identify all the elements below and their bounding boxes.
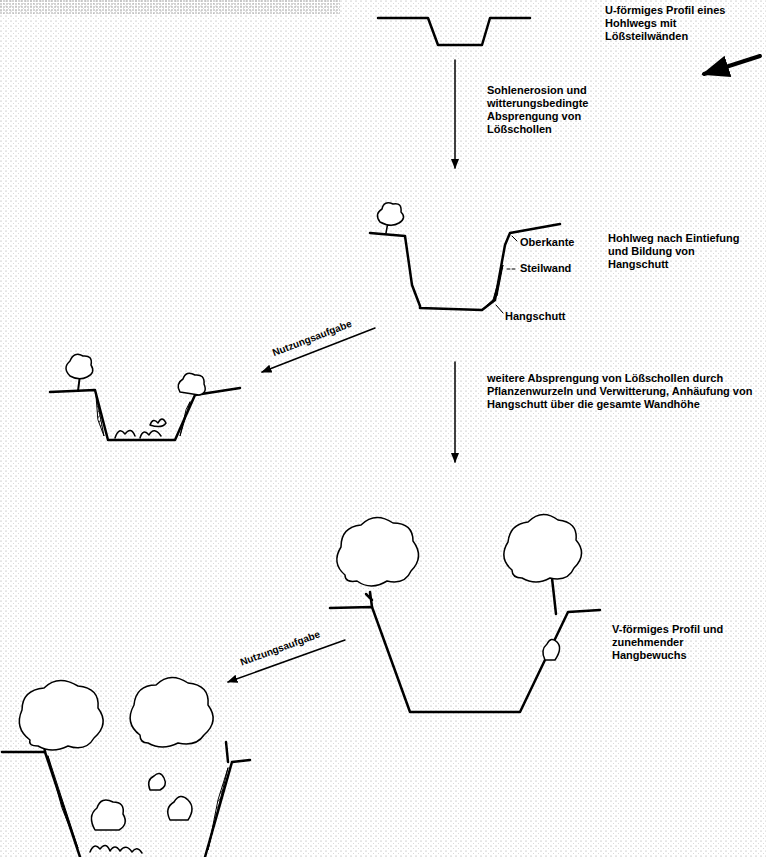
leader-line (507, 269, 516, 270)
u-profile (378, 18, 530, 45)
shrub (91, 800, 125, 830)
process-note: weitere Absprengung von Lößschollen durc… (487, 372, 759, 411)
process-arrow (454, 60, 456, 168)
shrub (149, 773, 192, 820)
v-profile (330, 607, 600, 712)
tree (66, 354, 93, 378)
part-name: Oberkante (520, 236, 574, 249)
part-name: Steilwand (520, 262, 571, 275)
shrub (178, 373, 205, 395)
stipple-band (0, 0, 340, 14)
debris (115, 419, 166, 438)
slope-debris (482, 265, 503, 310)
tree (130, 677, 213, 747)
shrub (543, 639, 560, 660)
leader-line (512, 236, 517, 241)
stage-caption: U-förmiges Profil eines Hohlwegs mit Löß… (605, 4, 757, 43)
shrub (377, 203, 403, 226)
pointer-arrow (704, 56, 760, 74)
tree (19, 680, 103, 750)
process-note: Sohlenerosion und witterungsbedingte Abs… (487, 84, 612, 136)
process-arrow (454, 362, 456, 462)
tree (337, 517, 419, 586)
overgrown-profile (2, 752, 250, 857)
stage-caption: Hohlweg nach Eintiefung und Bildung von … (608, 232, 758, 271)
debris (90, 845, 142, 853)
abandoned-profile (50, 388, 240, 440)
tree (504, 514, 582, 582)
stage-caption: V-förmiges Profil und zunehmender Hangbe… (612, 623, 752, 662)
leader-line (496, 305, 503, 313)
part-name: Hangschutt (505, 310, 566, 323)
